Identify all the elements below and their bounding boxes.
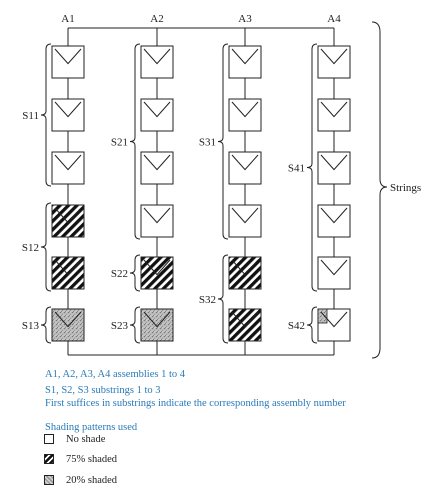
module-diode-mark <box>143 154 171 171</box>
pv-module <box>228 256 262 290</box>
brace-s32 <box>217 254 229 344</box>
legend-item-20-shaded: 20% shaded <box>44 473 117 487</box>
module-diode-mark <box>320 101 348 118</box>
pv-module <box>140 151 174 185</box>
substring-label-s12: S12 <box>22 242 39 254</box>
brace-s23 <box>129 306 141 344</box>
pv-module <box>317 308 351 342</box>
assembly-label-a1: A1 <box>61 13 74 25</box>
speckled-swatch <box>44 475 54 485</box>
strings-brace <box>371 21 388 359</box>
brace-s31 <box>217 43 229 240</box>
assembly-label-a3: A3 <box>238 13 252 25</box>
legend-item-75-shaded: 75% shaded <box>44 452 117 466</box>
module-diode-mark <box>320 311 348 328</box>
pv-module <box>51 45 85 79</box>
module-diode-mark <box>231 154 259 171</box>
pv-module <box>51 256 85 290</box>
module-diode-mark <box>143 259 171 276</box>
module-diode-mark <box>54 259 82 276</box>
pv-module <box>228 151 262 185</box>
legend-item-no-shade: No shade <box>44 432 105 446</box>
pv-module <box>51 151 85 185</box>
hatched-swatch <box>44 454 54 464</box>
pv-module <box>140 45 174 79</box>
pv-module <box>317 98 351 132</box>
substring-label-s13: S13 <box>22 320 40 332</box>
pv-module <box>228 308 262 342</box>
pv-module <box>317 45 351 79</box>
module-diode-mark <box>54 311 82 328</box>
substring-braces <box>40 21 388 359</box>
module-diode-mark <box>143 48 171 65</box>
module-diode-mark <box>143 311 171 328</box>
legend-label: No shade <box>66 433 106 445</box>
legend-title: Shading patterns used <box>45 422 138 433</box>
module-diode-mark <box>54 101 82 118</box>
legend-label: 75% shaded <box>66 453 118 465</box>
substring-label-s31: S31 <box>199 137 216 149</box>
substring-label-s22: S22 <box>111 268 128 280</box>
module-diode-mark <box>143 207 171 224</box>
module-diode-mark <box>54 48 82 65</box>
substring-label-s32: S32 <box>199 294 216 306</box>
assembly-label-a4: A4 <box>327 13 341 25</box>
brace-s41 <box>306 43 318 292</box>
legend-label: 20% shaded <box>66 474 118 486</box>
module-diode-mark <box>231 207 259 224</box>
caption-line-1: A1, A2, A3, A4 assemblies 1 to 4 <box>45 369 186 380</box>
brace-s11 <box>40 43 52 187</box>
module-diode-mark <box>231 101 259 118</box>
substring-label-s42: S42 <box>288 320 305 332</box>
module-diode-mark <box>54 154 82 171</box>
module-diode-mark <box>54 207 82 224</box>
substring-label-s11: S11 <box>22 110 39 122</box>
pv-modules <box>51 45 351 342</box>
caption-line-3: First suffices in substrings indicate th… <box>45 398 346 409</box>
wiring <box>67 27 335 356</box>
pv-module <box>51 98 85 132</box>
pv-module <box>140 308 174 342</box>
module-diode-mark <box>320 154 348 171</box>
brace-s13 <box>40 306 52 344</box>
module-diode-mark <box>320 259 348 276</box>
pv-module <box>228 204 262 238</box>
pv-module <box>51 204 85 238</box>
module-diode-mark <box>231 48 259 65</box>
module-diode-mark <box>231 259 259 276</box>
pv-module <box>228 45 262 79</box>
pv-module <box>51 308 85 342</box>
caption-line-2: S1, S2, S3 substrings 1 to 3 <box>45 385 161 396</box>
pv-module <box>228 98 262 132</box>
strings-label: Strings <box>390 182 421 194</box>
module-diode-mark <box>320 48 348 65</box>
brace-s42 <box>306 306 318 344</box>
module-diode-mark <box>320 207 348 224</box>
pv-module <box>140 204 174 238</box>
pv-module <box>140 98 174 132</box>
substring-label-s21: S21 <box>111 137 128 149</box>
pv-module <box>140 256 174 290</box>
substring-label-s41: S41 <box>288 163 305 175</box>
module-diode-mark <box>143 101 171 118</box>
partial-shade-patch <box>317 308 328 324</box>
module-diode-mark <box>231 311 259 328</box>
pv-module <box>317 204 351 238</box>
substring-label-s23: S23 <box>111 320 129 332</box>
assembly-label-a2: A2 <box>150 13 163 25</box>
pv-module <box>317 256 351 290</box>
brace-s21 <box>129 43 141 240</box>
brace-s22 <box>129 254 141 292</box>
pv-module <box>317 151 351 185</box>
no-shade-swatch <box>44 434 54 444</box>
brace-s12 <box>40 202 52 292</box>
